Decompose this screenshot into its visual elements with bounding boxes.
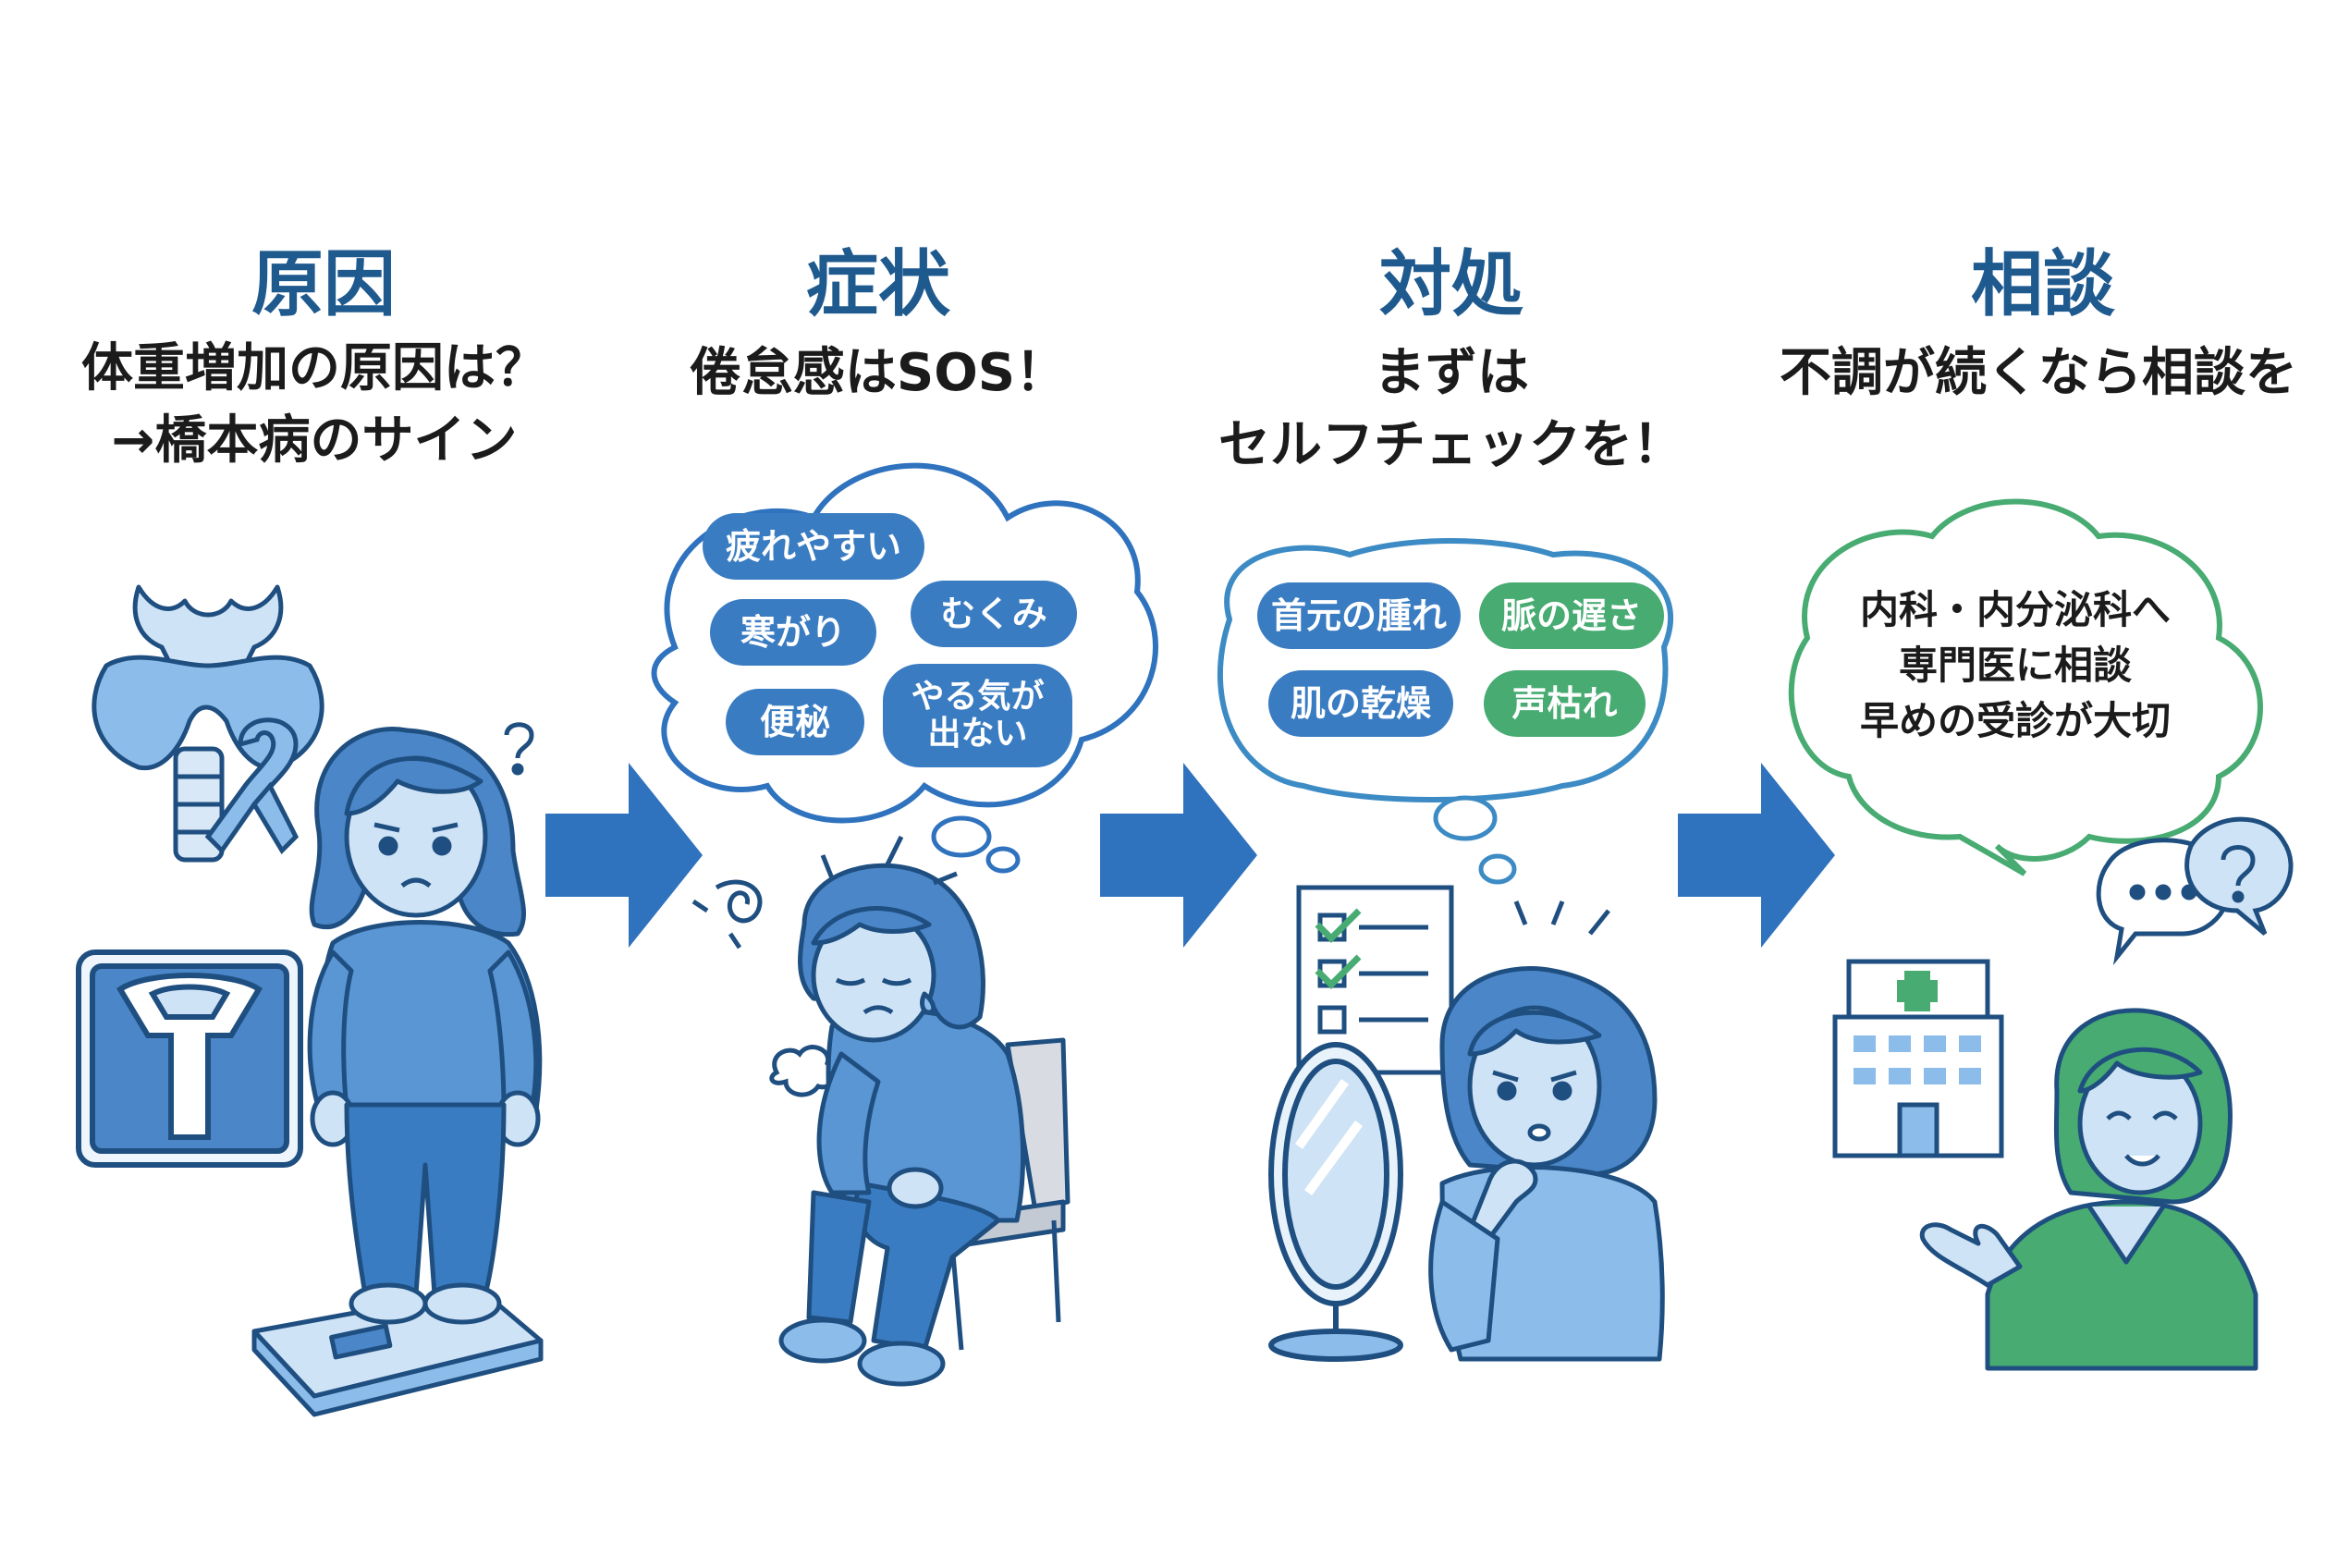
step-4-title: 相談 — [1970, 243, 2115, 326]
mirror-icon — [1268, 1042, 1403, 1362]
checklist-icon — [1296, 885, 1454, 1075]
step-1-subtitle-line-1: 体重増加の原因は？ — [81, 338, 547, 398]
check-pill-3: 肌の乾燥 — [1268, 670, 1453, 737]
speech-bubble-icon — [1788, 498, 2263, 876]
consult-advice-line-1: 内科・内分泌科へ — [1859, 587, 2171, 632]
symptom-pill-1: 疲れやすい — [703, 513, 924, 580]
symptom-pill-4: 便秘 — [726, 689, 864, 755]
check-pill-1: 首元の腫れ — [1257, 582, 1461, 649]
step-3-title: 対処 — [1378, 243, 1523, 326]
hospital-icon — [1832, 959, 2004, 1158]
step-4-subtitle: 不調が続くなら相談を — [1706, 337, 2337, 410]
tired-woman-icon — [778, 835, 1071, 1387]
check-pill-4: 声枯れ — [1484, 670, 1646, 737]
arrow-icon-1 — [545, 763, 703, 948]
dizzy-icon — [691, 879, 763, 949]
worried-woman-icon — [251, 722, 544, 1417]
sigh-icon — [769, 1045, 837, 1097]
step-2-subtitle-line-1: 倦怠感はSOS！ — [689, 343, 1068, 403]
step-3-subtitle: まずは セルフチェックを！ — [1119, 337, 1784, 482]
ribbon-icon — [204, 717, 300, 855]
checking-woman-icon — [1428, 900, 1665, 1362]
step-1-title: 原因 — [251, 243, 396, 326]
arrow-icon-3 — [1678, 763, 1835, 948]
symptom-pill-5: やる気が 出ない — [883, 664, 1072, 767]
consult-advice-line-3: 早めの受診が大切 — [1859, 698, 2171, 743]
doctor-icon — [1919, 1008, 2258, 1371]
step-3-subtitle-line-1: まずは — [1374, 343, 1529, 403]
symptom-pill-2: 寒がり — [710, 599, 876, 666]
step-2-subtitle: 倦怠感はSOS！ — [545, 337, 1211, 410]
analog-scale-icon — [76, 949, 303, 1168]
chat-bubbles-icon — [2096, 816, 2294, 966]
symptom-pill-5-line-1: やる気が — [911, 678, 1045, 716]
symptom-pill-3: むくみ — [911, 581, 1077, 647]
step-4-subtitle-line-1: 不調が続くなら相談を — [1780, 343, 2297, 403]
step-2-title: 症状 — [805, 243, 950, 326]
step-3-subtitle-line-2: セルフチェックを！ — [1218, 415, 1684, 475]
check-pill-2: 脈の遅さ — [1479, 582, 1664, 649]
arrow-icon-2 — [1100, 763, 1257, 948]
symptom-pill-5-line-2: 出ない — [927, 715, 1028, 753]
consult-advice: 内科・内分泌科へ 専門医に相談 早めの受診が大切 — [1830, 582, 2200, 749]
consult-advice-line-2: 専門医に相談 — [1898, 643, 2132, 688]
step-1-subtitle: 体重増加の原因は？ →橋本病のサイン — [0, 333, 647, 477]
step-1-subtitle-line-2: →橋本病のサイン — [111, 410, 518, 471]
